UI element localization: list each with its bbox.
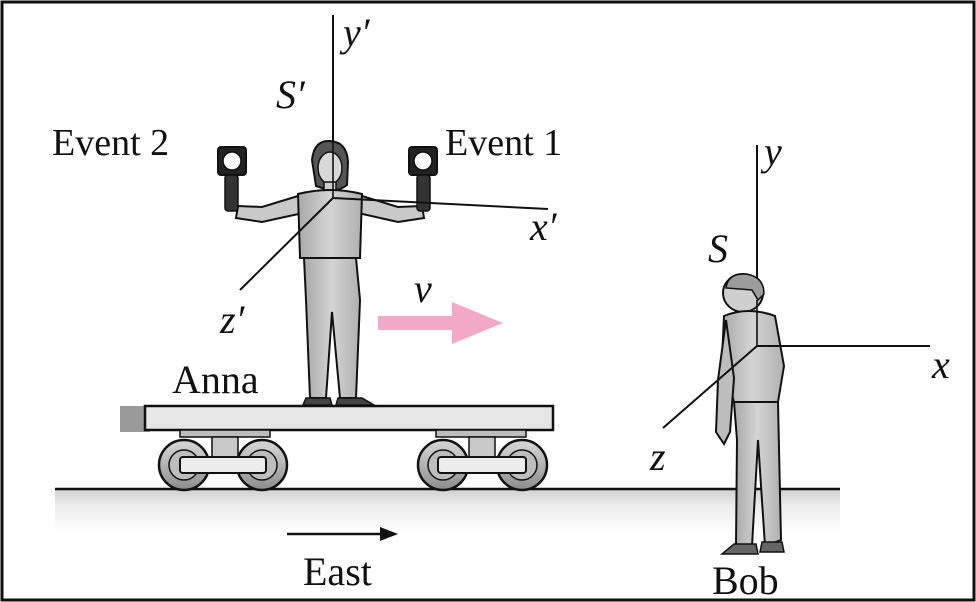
cart-platform [143, 404, 555, 432]
s-axes [662, 300, 930, 429]
s-prime-label: S′ [276, 72, 306, 117]
bob-figure [714, 145, 786, 555]
east-arrow [287, 527, 398, 541]
ground [55, 487, 840, 534]
y-prime-label: y′ [339, 10, 371, 55]
velocity-label: v [414, 266, 432, 311]
bob-label: Bob [712, 558, 779, 602]
wheel-set-left [157, 438, 289, 492]
z-prime-axis [239, 197, 334, 291]
flash-lamp-right [408, 146, 438, 212]
anna-figure [234, 139, 426, 406]
wheel-set-right [416, 438, 549, 492]
x-prime-axis [332, 197, 549, 210]
event-2-label: Event 2 [52, 122, 169, 164]
y-label: y [760, 129, 782, 174]
flash-lamp-left [217, 146, 247, 212]
s-label: S [708, 226, 728, 271]
z-label: z [649, 434, 666, 479]
cart [120, 404, 555, 492]
x-label: x [931, 342, 950, 387]
x-prime-label: x′ [529, 204, 558, 249]
east-label: East [303, 549, 372, 594]
z-axis [662, 345, 758, 429]
event-1-label: Event 1 [445, 122, 562, 164]
s-prime-axes-front [239, 140, 549, 291]
anna-label: Anna [172, 357, 259, 402]
velocity-arrow [378, 302, 503, 344]
z-prime-label: z′ [219, 297, 246, 342]
